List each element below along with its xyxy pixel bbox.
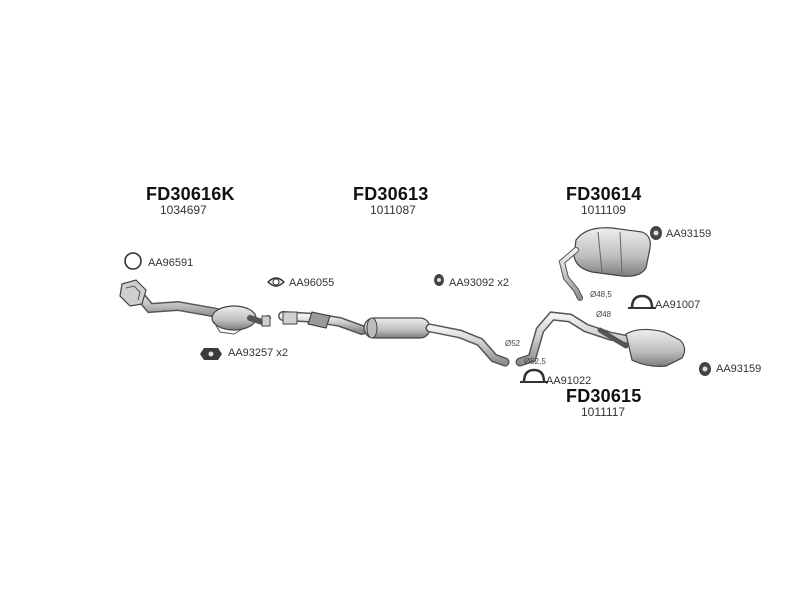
diameter-label: Ø48,5 <box>590 290 612 299</box>
fitting-label: AA91007 <box>655 299 701 311</box>
group-number-middle: 1011087 <box>370 203 416 217</box>
rubber-hanger-icon-lower <box>699 362 711 376</box>
twin-mount-icon <box>200 348 222 360</box>
group-number-rear-lower: 1011117 <box>581 405 626 419</box>
group-number-front: 1034697 <box>160 203 207 217</box>
fitting-label: AA93092 x2 <box>449 277 509 289</box>
group-code-rear-lower: FD30615 <box>566 386 642 406</box>
fitting-label: AA93257 x2 <box>228 347 288 359</box>
diameter-label: Ø48 <box>596 310 612 319</box>
fitting-label: AA96591 <box>148 257 194 269</box>
group-number-rear-upper: 1011109 <box>581 203 626 217</box>
rubber-hanger-icon <box>650 226 662 240</box>
clamp-icon-lower <box>520 368 548 383</box>
flange-gasket-icon <box>267 277 285 287</box>
ring-gasket-icon <box>124 252 142 270</box>
front-pipe-catalyst <box>119 279 271 335</box>
rear-pipe-muffler-lower <box>515 311 686 367</box>
rubber-mount-icon <box>434 274 444 286</box>
fitting-label: AA93159 <box>716 363 762 375</box>
group-code-middle: FD30613 <box>353 184 429 204</box>
fitting-label: AA96055 <box>289 277 335 289</box>
diameter-label: Ø52 <box>505 339 521 348</box>
group-code-front: FD30616K <box>146 184 235 204</box>
group-code-rear-upper: FD30614 <box>566 184 642 204</box>
clamp-icon <box>628 294 656 309</box>
fitting-label: AA93159 <box>666 228 712 240</box>
fitting-label: AA91022 <box>546 375 592 387</box>
middle-pipe-muffler <box>278 311 510 367</box>
rear-muffler-upper <box>558 227 651 301</box>
diameter-label: Ø52,5 <box>524 357 546 366</box>
